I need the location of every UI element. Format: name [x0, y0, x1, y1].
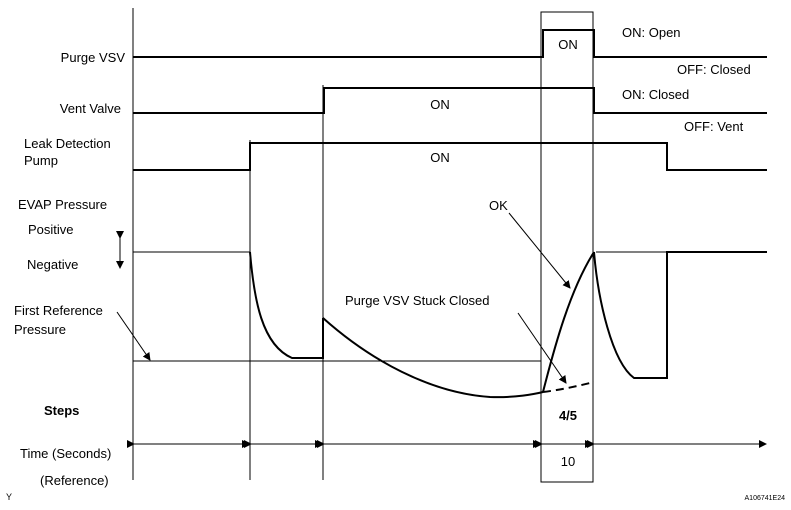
purge-vsv-row: Purge VSV ON ON: Open OFF: Closed — [61, 25, 767, 77]
step-highlight-box — [540, 11, 594, 483]
purge-vsv-label: Purge VSV — [61, 50, 126, 65]
time-label: Time (Seconds) — [20, 446, 111, 461]
phase-boundaries — [132, 8, 324, 480]
ok-label: OK — [489, 198, 508, 213]
evap-pressure-label: EVAP Pressure — [18, 197, 107, 212]
time-value: 10 — [561, 454, 575, 469]
evap-annotations: OK Purge VSV Stuck Closed — [345, 198, 571, 384]
evap-curve-reference-decay — [322, 317, 544, 399]
evap-curve-ldp-start — [249, 251, 324, 359]
time-sublabel: (Reference) — [40, 473, 109, 488]
purge-vsv-trace — [133, 29, 767, 58]
evap-curve-after-purge — [593, 251, 767, 379]
evap-pressure-trace — [249, 251, 767, 399]
first-reference-line1: First Reference — [14, 303, 103, 318]
negative-label: Negative — [27, 257, 78, 272]
figure-id: A106741E24 — [745, 495, 786, 502]
time-row: Time (Seconds) (Reference) 10 — [20, 440, 767, 488]
steps-value: 4/5 — [559, 408, 577, 423]
evap-labels: EVAP Pressure Positive Negative First Re… — [14, 197, 124, 337]
ldp-label-line1: Leak Detection — [24, 136, 111, 151]
vent-valve-on-text: ON — [430, 97, 450, 112]
vent-valve-trace — [133, 87, 767, 114]
ldp-label-line2: Pump — [24, 153, 58, 168]
first-reference-line2: Pressure — [14, 322, 66, 337]
purge-vsv-legend-off: OFF: Closed — [677, 62, 751, 77]
steps-label: Steps — [44, 403, 79, 418]
vent-valve-row: Vent Valve ON ON: Closed OFF: Vent — [60, 87, 767, 134]
stuck-closed-label: Purge VSV Stuck Closed — [345, 293, 490, 308]
footer-left-mark: Y — [6, 492, 12, 502]
positive-label: Positive — [28, 222, 74, 237]
steps-row: Steps 4/5 — [44, 403, 577, 423]
ok-pointer — [508, 212, 571, 289]
ldp-trace — [133, 142, 767, 171]
vent-valve-legend-off: OFF: Vent — [684, 119, 744, 134]
stuck-closed-pointer — [517, 312, 567, 384]
evap-curve-ok — [542, 251, 595, 393]
ldp-on-text: ON — [430, 150, 450, 165]
vent-valve-label: Vent Valve — [60, 101, 121, 116]
purge-vsv-legend-on: ON: Open — [622, 25, 681, 40]
purge-vsv-on-text: ON — [558, 37, 578, 52]
first-reference-pointer — [116, 311, 151, 361]
vent-valve-legend-on: ON: Closed — [622, 87, 689, 102]
evap-curve-stuck-closed — [542, 381, 595, 393]
leak-detection-pump-row: Leak Detection Pump ON — [24, 136, 767, 171]
